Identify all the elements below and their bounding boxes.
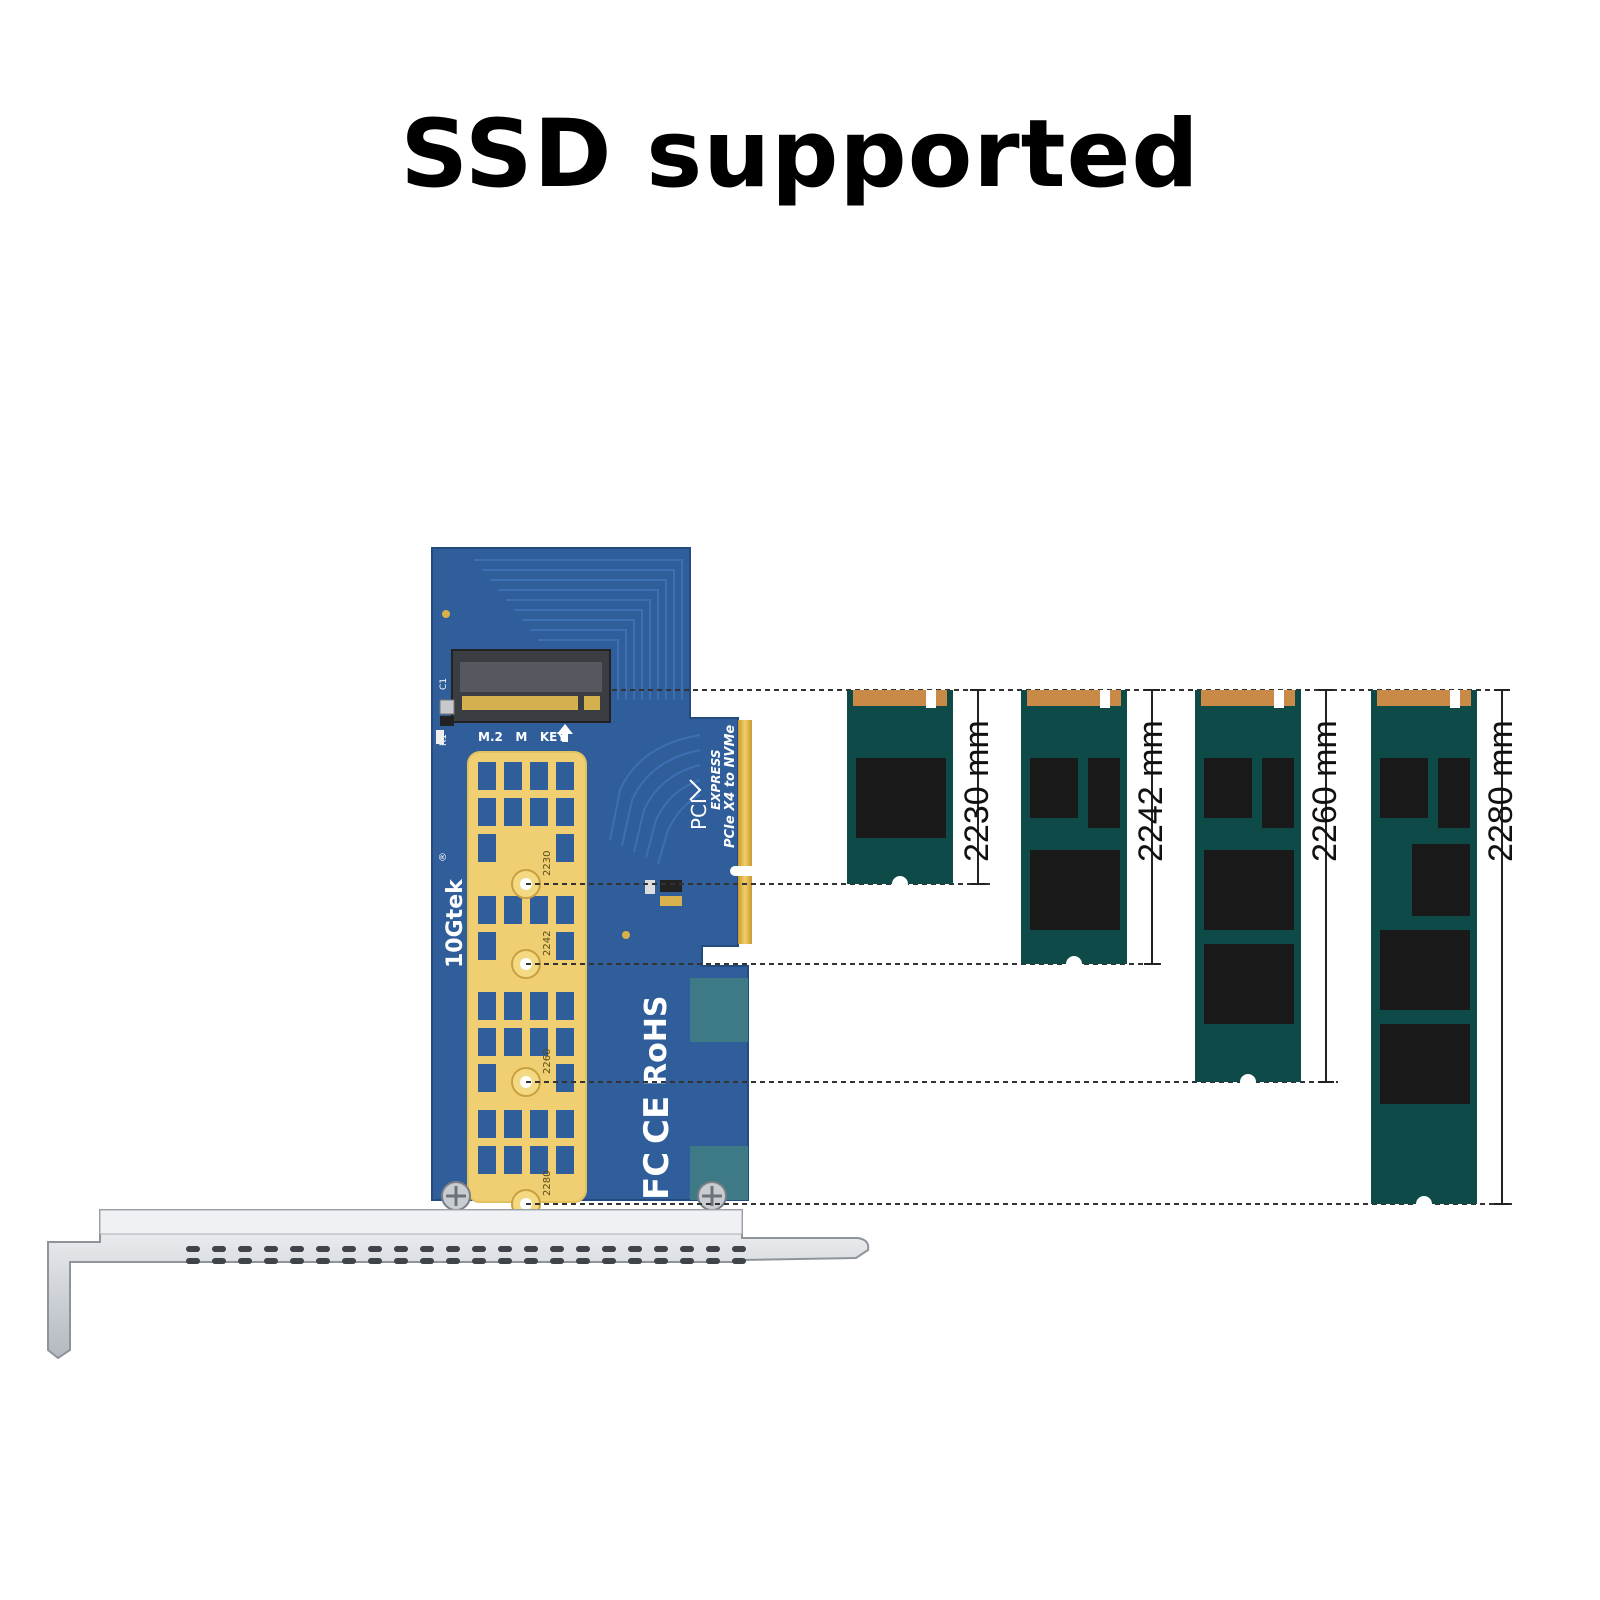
brand-logo: 10Gtek (443, 878, 468, 968)
pcb-via-dot (442, 610, 450, 618)
ssd-2242 (1021, 690, 1127, 972)
standoff-mark-2280: 2280 (542, 1171, 553, 1196)
ssd-chip (1380, 1024, 1470, 1104)
vent-slot (602, 1258, 616, 1264)
adapter-card: C1 R1 M.2 M KEY (431, 547, 752, 1219)
rohs-mark: RoHS (639, 996, 674, 1086)
vent-slot (290, 1246, 304, 1252)
ce-mark: CE (637, 1096, 677, 1144)
ssd-size-label-2230: 2230 mm (958, 720, 996, 862)
ssd-size-label-2280: 2280 mm (1482, 720, 1520, 862)
vent-slot (212, 1246, 226, 1252)
vent-slot (576, 1246, 590, 1252)
vent-slot (186, 1258, 200, 1264)
vent-slot (446, 1246, 460, 1252)
vent-slot (732, 1246, 746, 1252)
standoff-mark-2230: 2230 (542, 851, 553, 876)
vent-slot (732, 1258, 746, 1264)
screw-icon (697, 1181, 727, 1211)
interface-text: PCIe X4 to NVMe (723, 725, 738, 848)
vent-slot (550, 1258, 564, 1264)
vent-slot (628, 1246, 642, 1252)
ssd-chip (1438, 758, 1470, 828)
ssd-chip (1030, 850, 1120, 930)
vent-slot (706, 1258, 720, 1264)
vent-slot (368, 1258, 382, 1264)
vent-slot (264, 1258, 278, 1264)
ssd-chip (1380, 758, 1428, 818)
vent-slot (186, 1246, 200, 1252)
registered-mark: ® (438, 852, 449, 862)
vent-slot (654, 1258, 668, 1264)
vent-slot (654, 1246, 668, 1252)
ssd-2280 (1371, 690, 1477, 1212)
vent-slot (706, 1246, 720, 1252)
vent-slot (212, 1258, 226, 1264)
standoff-marks: 2230 2242 2260 2280 (542, 851, 553, 1196)
dimension-2280 (1494, 689, 1510, 1205)
vent-slot (446, 1258, 460, 1264)
pci-bracket (47, 1209, 870, 1360)
vent-slot (628, 1258, 642, 1264)
dimension-2260 (1318, 689, 1334, 1083)
ssd-chip (1262, 758, 1294, 828)
c1-silkscreen: C1 (439, 678, 449, 690)
pcie-logo: PCI EXPRESS (687, 749, 723, 830)
vent-slot (316, 1258, 330, 1264)
standoff-mark-2242: 2242 (542, 931, 553, 956)
ssd-chip (1204, 850, 1294, 930)
dimension-2242 (1144, 689, 1160, 965)
m2-slot-connector (439, 649, 611, 726)
vent-slot (576, 1258, 590, 1264)
vent-slot (602, 1246, 616, 1252)
pcie-logo-bottom: EXPRESS (709, 749, 723, 810)
vent-slot (368, 1246, 382, 1252)
vent-slot (550, 1246, 564, 1252)
vent-slot (524, 1246, 538, 1252)
mounting-grid (467, 751, 587, 1219)
ssd-chip (1204, 758, 1252, 818)
smd-resistor (436, 730, 444, 744)
bracket-vent-holes (186, 1246, 746, 1264)
screw-icon (441, 1181, 471, 1211)
ssd-size-label-2260: 2260 mm (1306, 720, 1344, 862)
vent-slot (394, 1258, 408, 1264)
fcc-mark: FC (637, 1152, 677, 1200)
ssd-chip (856, 758, 946, 838)
vent-slot (238, 1258, 252, 1264)
ssd-chip (1030, 758, 1078, 818)
vent-slot (680, 1246, 694, 1252)
ssd-chip (1088, 758, 1120, 828)
ssd-chip (1380, 930, 1470, 1010)
arrow-up-icon (557, 724, 573, 742)
m2-key-label: M.2 M KEY (478, 730, 566, 744)
standoff-mark-2260: 2260 (542, 1049, 553, 1074)
vent-slot (472, 1258, 486, 1264)
dimension-2230 (970, 689, 986, 885)
vent-slot (394, 1246, 408, 1252)
ssd-size-label-2242: 2242 mm (1132, 720, 1170, 862)
vent-slot (680, 1258, 694, 1264)
vent-slot (238, 1246, 252, 1252)
vent-slot (290, 1258, 304, 1264)
vent-slot (472, 1246, 486, 1252)
ssd-chip (1412, 844, 1470, 916)
vent-slot (498, 1246, 512, 1252)
vent-slot (264, 1246, 278, 1252)
ssd-chip (1204, 944, 1294, 1024)
vent-slot (342, 1246, 356, 1252)
vent-slot (524, 1258, 538, 1264)
ssd-2230 (847, 690, 953, 892)
pcie-logo-top: PCI (687, 798, 711, 830)
vent-slot (316, 1246, 330, 1252)
ssd-2260 (1195, 690, 1301, 1090)
vent-slot (420, 1258, 434, 1264)
vent-slot (342, 1258, 356, 1264)
page-title: SSD supported (400, 100, 1200, 209)
pcb-via-dot (622, 931, 630, 939)
vent-slot (420, 1246, 434, 1252)
pcb-traces (474, 559, 701, 865)
vent-slot (498, 1258, 512, 1264)
